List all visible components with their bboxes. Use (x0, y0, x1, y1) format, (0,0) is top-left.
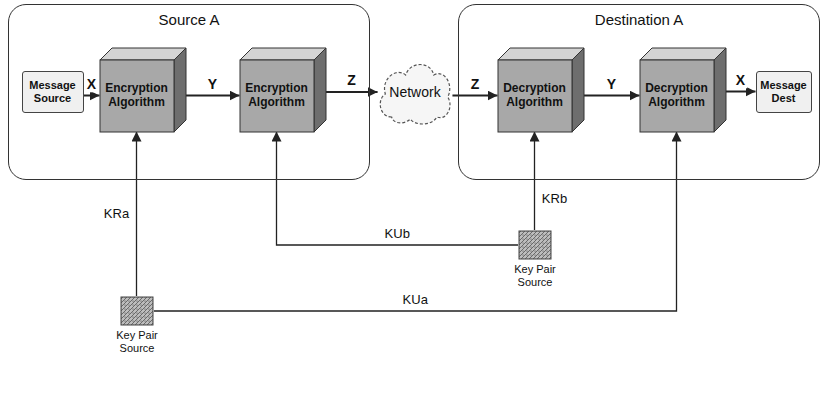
node-label: Message Dest (757, 79, 811, 104)
text-holder: Decryption Algorithm (498, 60, 572, 132)
text-holder: Key Pair Source (105, 329, 169, 354)
node-label: Network (389, 84, 440, 100)
message-arrow (584, 95, 640, 97)
group-box: Decryption Algorithm Decryption Algorithm… (458, 4, 820, 180)
key-label: KRb (540, 192, 569, 206)
cube-top (498, 48, 584, 60)
text-holder: Encryption Algorithm (100, 60, 174, 132)
node-label: Key Pair Source (503, 263, 567, 288)
message-arrow (726, 91, 756, 93)
key-label: KRa (102, 207, 131, 221)
key-icon-body (121, 297, 153, 325)
key-arrow (534, 132, 535, 231)
key-label: KUa (401, 293, 430, 307)
key-label: KUb (383, 227, 412, 241)
group-box: Message Source Encryption Algorithm Encryp… (8, 4, 370, 180)
algorithm-cube: Encryption Algorithm (240, 48, 326, 132)
key-pair-source: Key Pair Source (503, 230, 567, 288)
signal-label: X (734, 73, 747, 88)
cube-front (240, 60, 314, 132)
key-arrow (277, 132, 519, 246)
text-holder: Network (376, 57, 454, 127)
key-icon (518, 230, 552, 260)
cube-side (714, 48, 726, 132)
network-cloud: Network (376, 57, 454, 127)
key-icon-body (519, 231, 551, 259)
node-label: Message Source (23, 79, 83, 104)
cube-top (240, 48, 326, 60)
text-holder: Message Source (23, 79, 83, 104)
signal-label: X (85, 77, 98, 92)
node-label: Encryption Algorithm (100, 82, 174, 110)
group-title: Source A (9, 11, 369, 28)
message-box: Message Dest (756, 71, 812, 113)
algorithm-cube: Decryption Algorithm (640, 48, 726, 132)
cube-side (572, 48, 584, 132)
signal-label: Y (206, 77, 219, 92)
algorithm-cube: Encryption Algorithm (100, 48, 186, 132)
key-arrow (154, 132, 677, 312)
signal-label: Z (469, 77, 482, 92)
node-label: Encryption Algorithm (240, 82, 314, 110)
cube-side (314, 48, 326, 132)
key-pair-source: Key Pair Source (105, 296, 169, 354)
text-holder: Decryption Algorithm (640, 60, 714, 132)
algorithm-cube: Decryption Algorithm (498, 48, 584, 132)
text-holder: Source A (9, 11, 369, 28)
group-title: Destination A (459, 11, 819, 28)
key-icon (120, 296, 154, 326)
text-holder: Destination A (459, 11, 819, 28)
node-label: Key Pair Source (105, 329, 169, 354)
signal-label: Y (605, 77, 618, 92)
signal-label: Z (345, 73, 358, 88)
cube-top (640, 48, 726, 60)
node-label: Decryption Algorithm (640, 82, 714, 110)
cloud-outline (380, 65, 450, 125)
message-arrow (452, 95, 497, 97)
text-holder: Encryption Algorithm (240, 60, 314, 132)
cube-front (100, 60, 174, 132)
message-arrow (186, 95, 240, 97)
cube-side (174, 48, 186, 132)
cube-top (100, 48, 186, 60)
node-label: Decryption Algorithm (498, 82, 572, 110)
text-holder: Key Pair Source (503, 263, 567, 288)
key-arrow (136, 132, 137, 297)
message-box: Message Source (22, 71, 84, 113)
cube-front (498, 60, 572, 132)
text-holder: Message Dest (757, 79, 811, 104)
message-arrow (84, 95, 100, 97)
cube-front (640, 60, 714, 132)
